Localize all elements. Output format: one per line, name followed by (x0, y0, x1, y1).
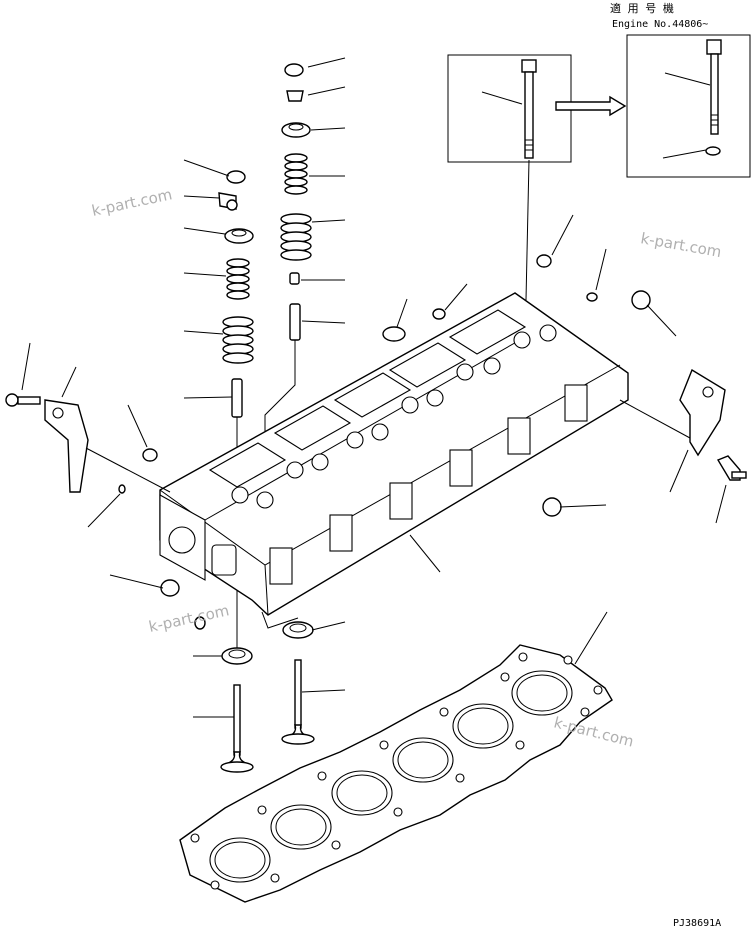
leader-line (261, 611, 299, 629)
leader-line (409, 534, 441, 573)
valve-guide (289, 303, 301, 341)
front-face (159, 494, 237, 581)
head-gasket (179, 611, 613, 903)
valve-train-right-stack (264, 57, 346, 520)
bracket-bolt (5, 393, 41, 407)
front-lifting-bracket (5, 342, 171, 493)
valve-cap (226, 170, 246, 184)
valve-guide (231, 378, 243, 418)
leader-line (525, 159, 530, 301)
old-bolt-inset (447, 54, 572, 301)
lower-valve-parts (193, 621, 346, 773)
engine-number-label: Engine No.44806~ (612, 19, 708, 30)
cylinder-bores (209, 670, 573, 883)
exhaust-ports (269, 384, 588, 585)
bracket-bolt (716, 455, 747, 481)
outer-valve-spring (280, 213, 312, 261)
leader-line (481, 91, 523, 105)
watermark: k-part.com (639, 229, 723, 261)
watermark: k-part.com (552, 713, 636, 750)
gasket-bolt-holes (190, 652, 603, 890)
applicable-label: 適 用 号 機 (610, 1, 674, 15)
valve-stem-seal (289, 272, 300, 285)
leader-line (662, 149, 707, 159)
expansion-plugs (87, 214, 677, 630)
cam-cover-pads (208, 309, 527, 488)
old-bolt-frame (447, 54, 572, 163)
valve-cotter (286, 90, 304, 102)
old-head-bolt (521, 59, 537, 159)
watermark: k-part.com (147, 601, 231, 636)
washer (705, 146, 721, 156)
cylinder-head-block (159, 292, 629, 616)
inner-valve-spring (226, 258, 250, 300)
outer-valve-spring (222, 316, 254, 364)
inner-valve-spring (284, 153, 308, 195)
watermark: k-part.com (90, 185, 174, 220)
valve-train-left-stack (183, 159, 254, 650)
new-head-bolt (705, 39, 722, 156)
rear-lifting-bracket (619, 368, 747, 524)
new-bolt-inset (626, 34, 751, 178)
valve-seat-holes (231, 324, 557, 509)
new-bolt-frame (626, 34, 751, 178)
intake-valve (281, 659, 315, 745)
drawing-code: PJ38691A (673, 918, 721, 929)
exhaust-valve (220, 684, 254, 773)
arrow-right-icon (555, 95, 627, 117)
leader-line (664, 72, 711, 86)
valve-cap (284, 63, 304, 77)
